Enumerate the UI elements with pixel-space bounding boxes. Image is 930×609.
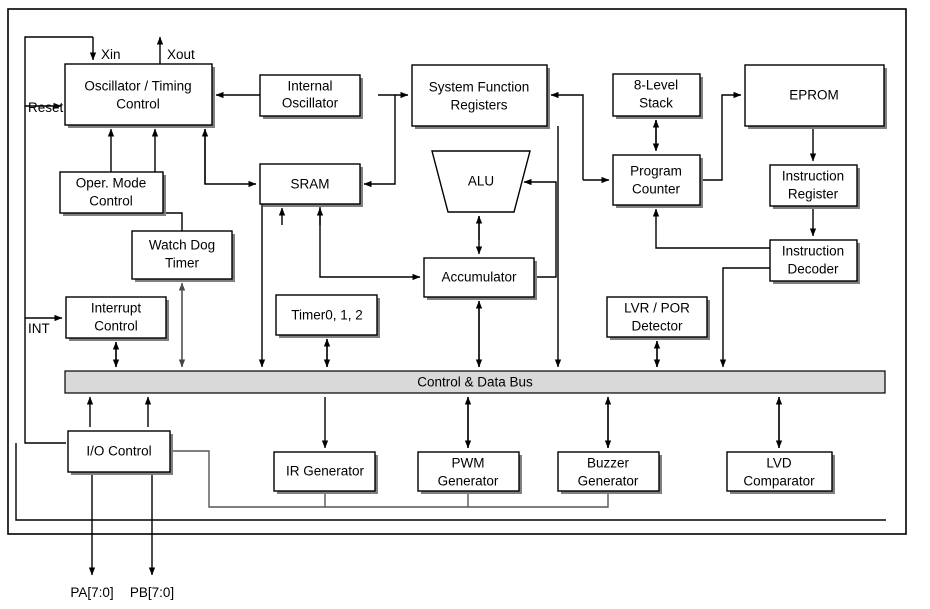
block-lvr-line2: Detector xyxy=(631,319,683,334)
block-program-counter[interactable]: Program Counter xyxy=(612,154,703,208)
wire-sfr-to-sram xyxy=(363,95,396,188)
block-lvd-line2: Comparator xyxy=(743,474,815,489)
wire-group xyxy=(15,36,886,576)
bus-rect xyxy=(64,370,886,394)
wire-wdt-to-osc xyxy=(151,128,183,231)
chip-boundary-frame xyxy=(7,8,907,535)
wire-acc-to-alu xyxy=(523,178,557,278)
wire-idec-to-bus xyxy=(719,267,770,368)
block-buzzer-line2: Generator xyxy=(578,474,639,489)
block-internal-oscillator[interactable]: Internal Oscillator xyxy=(259,74,363,119)
block-pc-line2: Counter xyxy=(632,182,681,197)
block-lvd-line1: LVD xyxy=(766,456,792,471)
block-oscillator[interactable]: Oscillator / Timing Control xyxy=(64,63,215,128)
block-wdt-line1: Watch Dog xyxy=(149,238,215,253)
block-oscillator-line2: Control xyxy=(116,97,160,112)
block-alu-line1: ALU xyxy=(468,174,494,189)
block-lvr-por-detector[interactable]: LVR / POR Detector xyxy=(606,296,710,340)
block-buzzer-line1: Buzzer xyxy=(587,456,630,471)
block-oper-mode-line2: Control xyxy=(89,194,133,209)
bus-label: Control & Data Bus xyxy=(417,375,533,390)
block-pc-line1: Program xyxy=(630,164,682,179)
wire-reset-rail xyxy=(24,36,93,110)
block-pwm-generator[interactable]: PWM Generator xyxy=(417,451,522,494)
block-ir-generator[interactable]: IR Generator xyxy=(273,451,378,494)
block-sram-line1: SRAM xyxy=(290,177,329,192)
block-accumulator[interactable]: Accumulator xyxy=(423,257,537,300)
block-eprom-line1: EPROM xyxy=(789,88,839,103)
block-internal-oscillator-line1: Internal xyxy=(287,79,332,94)
block-instr-reg-line1: Instruction xyxy=(782,169,844,184)
block-oscillator-line1: Oscillator / Timing xyxy=(84,79,191,94)
wire-io-to-periph-rail xyxy=(170,450,609,508)
block-interrupt-line2: Control xyxy=(94,319,138,334)
pin-label-pa: PA[7:0] xyxy=(70,585,113,600)
block-io-control[interactable]: I/O Control xyxy=(67,430,173,475)
block-watch-dog-timer[interactable]: Watch Dog Timer xyxy=(131,230,235,282)
block-system-function-registers[interactable]: System Function Registers xyxy=(411,64,550,129)
wire-pc-to-eprom xyxy=(700,91,742,181)
block-instr-reg-line2: Register xyxy=(788,187,839,202)
block-oper-mode-line1: Oper. Mode xyxy=(76,176,147,191)
block-accumulator-line1: Accumulator xyxy=(441,270,517,285)
block-timer[interactable]: Timer0, 1, 2 xyxy=(275,294,380,338)
pin-label-xout: Xout xyxy=(167,47,195,62)
block-pwm-line2: Generator xyxy=(438,474,499,489)
block-stack-line1: 8-Level xyxy=(634,78,678,93)
block-buzzer-generator[interactable]: Buzzer Generator xyxy=(557,451,662,494)
wire-bottom-left-rail xyxy=(15,443,886,521)
block-eprom[interactable]: EPROM xyxy=(744,64,887,129)
block-timer-line1: Timer0, 1, 2 xyxy=(291,308,363,323)
block-lvd-comparator[interactable]: LVD Comparator xyxy=(726,451,835,494)
block-alu[interactable]: ALU xyxy=(431,150,531,213)
wire-into-accumulator xyxy=(319,204,421,281)
block-stack[interactable]: 8-Level Stack xyxy=(612,73,703,119)
wire-reset-down xyxy=(24,106,66,444)
block-alu-shape xyxy=(431,150,531,213)
block-sram[interactable]: SRAM xyxy=(259,163,363,207)
pin-label-xin: Xin xyxy=(101,47,121,62)
block-stack-line2: Stack xyxy=(639,96,673,111)
wire-osc-to-sram xyxy=(204,129,257,188)
block-wdt-line2: Timer xyxy=(165,256,199,271)
block-sfr-line1: System Function xyxy=(429,80,530,95)
block-interrupt-line1: Interrupt xyxy=(91,301,142,316)
pin-label-reset: Reset xyxy=(28,100,64,115)
block-oper-mode-control[interactable]: Oper. Mode Control xyxy=(59,171,166,216)
block-sfr-line2: Registers xyxy=(450,98,507,113)
block-instruction-register[interactable]: Instruction Register xyxy=(769,164,860,209)
block-ir-gen-line1: IR Generator xyxy=(286,464,365,479)
block-pwm-line1: PWM xyxy=(452,456,485,471)
block-instr-dec-line1: Instruction xyxy=(782,244,844,259)
pin-label-pb: PB[7:0] xyxy=(130,585,174,600)
block-instr-dec-line2: Decoder xyxy=(787,262,839,277)
wire-pc-to-sfr xyxy=(550,91,584,180)
block-instruction-decoder[interactable]: Instruction Decoder xyxy=(769,239,860,284)
block-interrupt-control[interactable]: Interrupt Control xyxy=(65,296,169,341)
block-internal-oscillator-line2: Oscillator xyxy=(282,96,339,111)
block-io-control-line1: I/O Control xyxy=(86,444,151,459)
pin-label-int: INT xyxy=(28,321,50,336)
control-data-bus: Control & Data Bus xyxy=(64,370,886,394)
block-lvr-line1: LVR / POR xyxy=(624,301,690,316)
wire-idec-to-pc xyxy=(652,208,770,249)
